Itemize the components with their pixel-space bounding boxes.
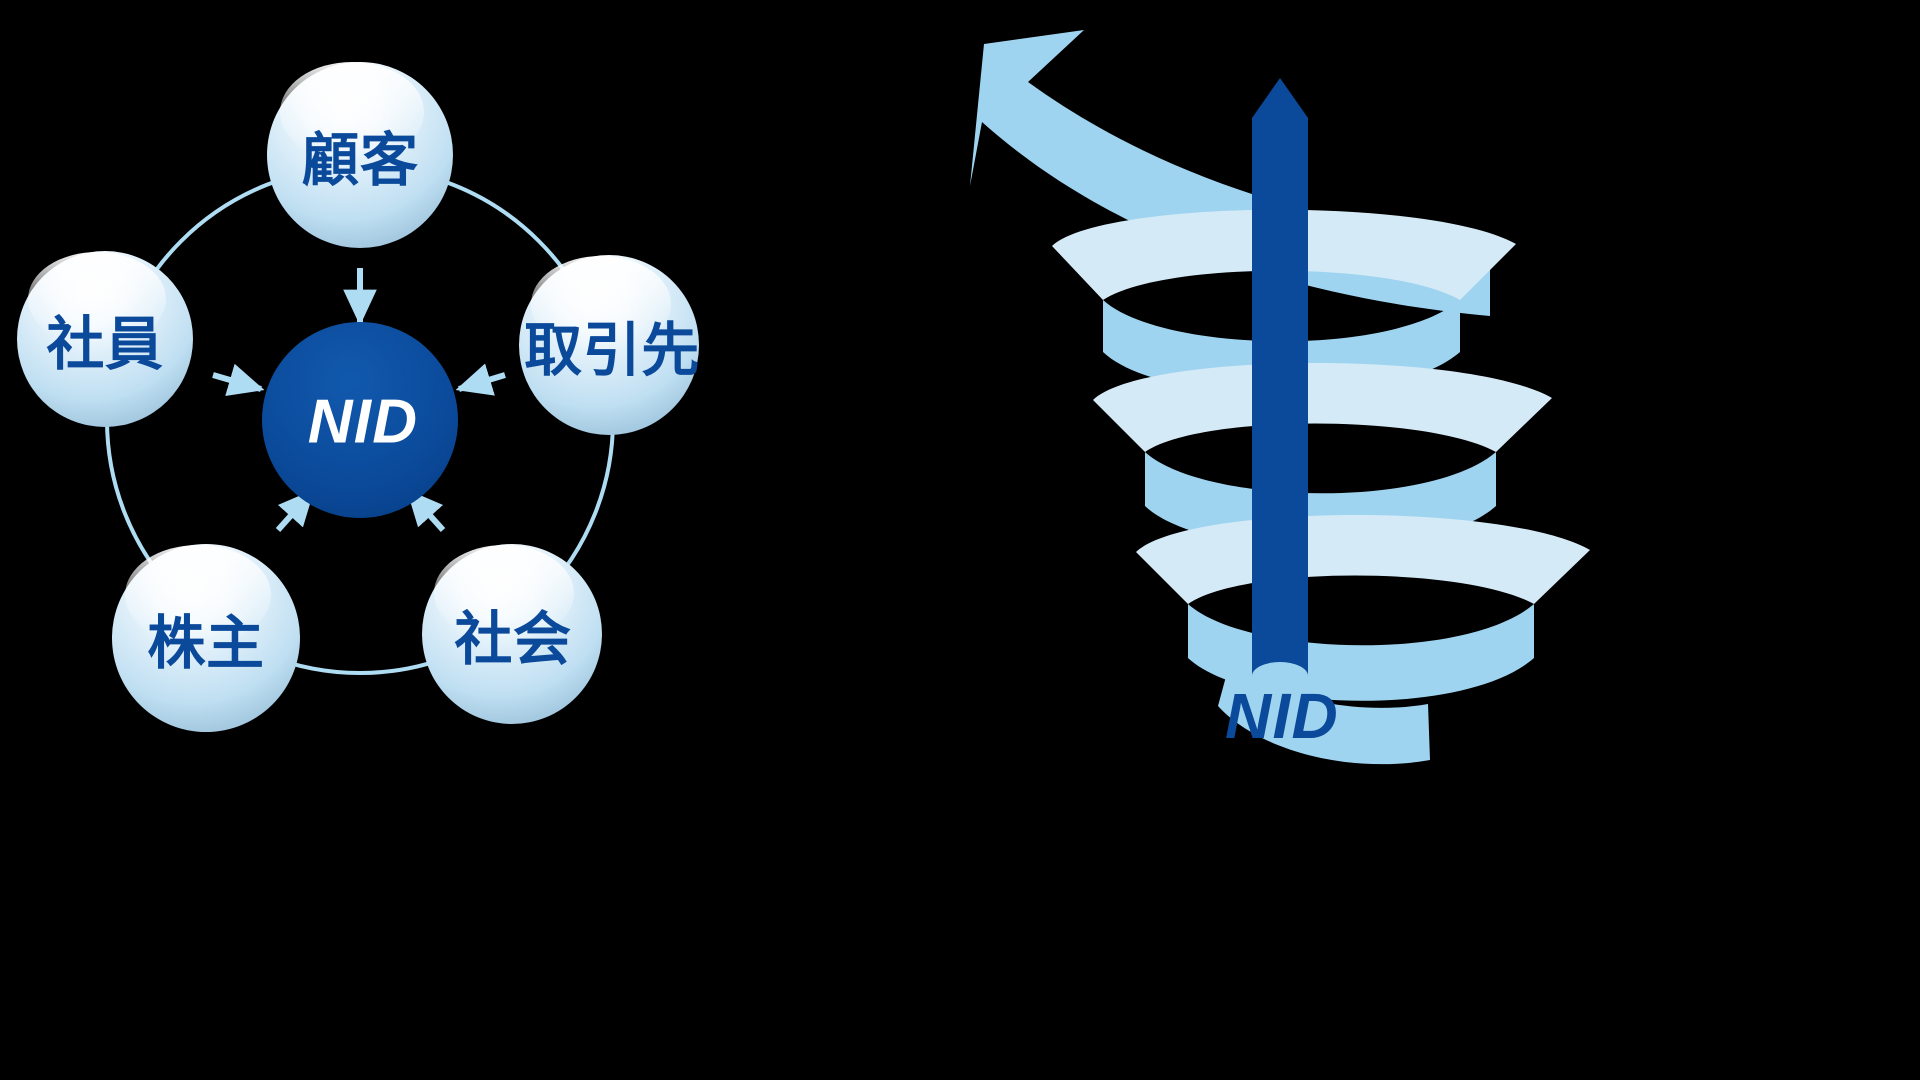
spiral-svg: [970, 30, 1590, 765]
pillar-label-nid: NID: [1224, 680, 1340, 752]
stakeholder-svg: [17, 62, 699, 732]
center-label-nid: NID: [307, 387, 419, 457]
stakeholder-circle-diagram: 顧客 取引先 社会 株主 社員 NID: [17, 62, 700, 732]
stakeholder-spheres: [17, 62, 699, 732]
sphere-label-society: 社会: [454, 605, 572, 673]
sphere-partner[interactable]: [519, 255, 699, 435]
nid-pillar: [1252, 78, 1308, 690]
sphere-shareholder[interactable]: [112, 544, 300, 732]
pillar-base-ellipse: [1252, 662, 1308, 690]
growth-spiral-pillar: NID: [960, 0, 1920, 1080]
sphere-label-partner: 取引先: [524, 316, 700, 384]
connector-partner: [455, 363, 506, 396]
sphere-customer[interactable]: [267, 62, 453, 248]
sphere-employee[interactable]: [17, 251, 193, 427]
sphere-label-customer: 顧客: [301, 126, 419, 194]
connector-employee: [212, 363, 265, 397]
pillar-body: [1252, 78, 1308, 676]
spiral-tail: [1218, 658, 1430, 765]
center-sphere-nid[interactable]: [262, 322, 458, 518]
sphere-label-employee: 社員: [46, 310, 164, 378]
spiral-front-coils: [1052, 209, 1590, 604]
sphere-society[interactable]: [422, 544, 602, 724]
sphere-label-shareholder: 株主: [147, 609, 265, 677]
